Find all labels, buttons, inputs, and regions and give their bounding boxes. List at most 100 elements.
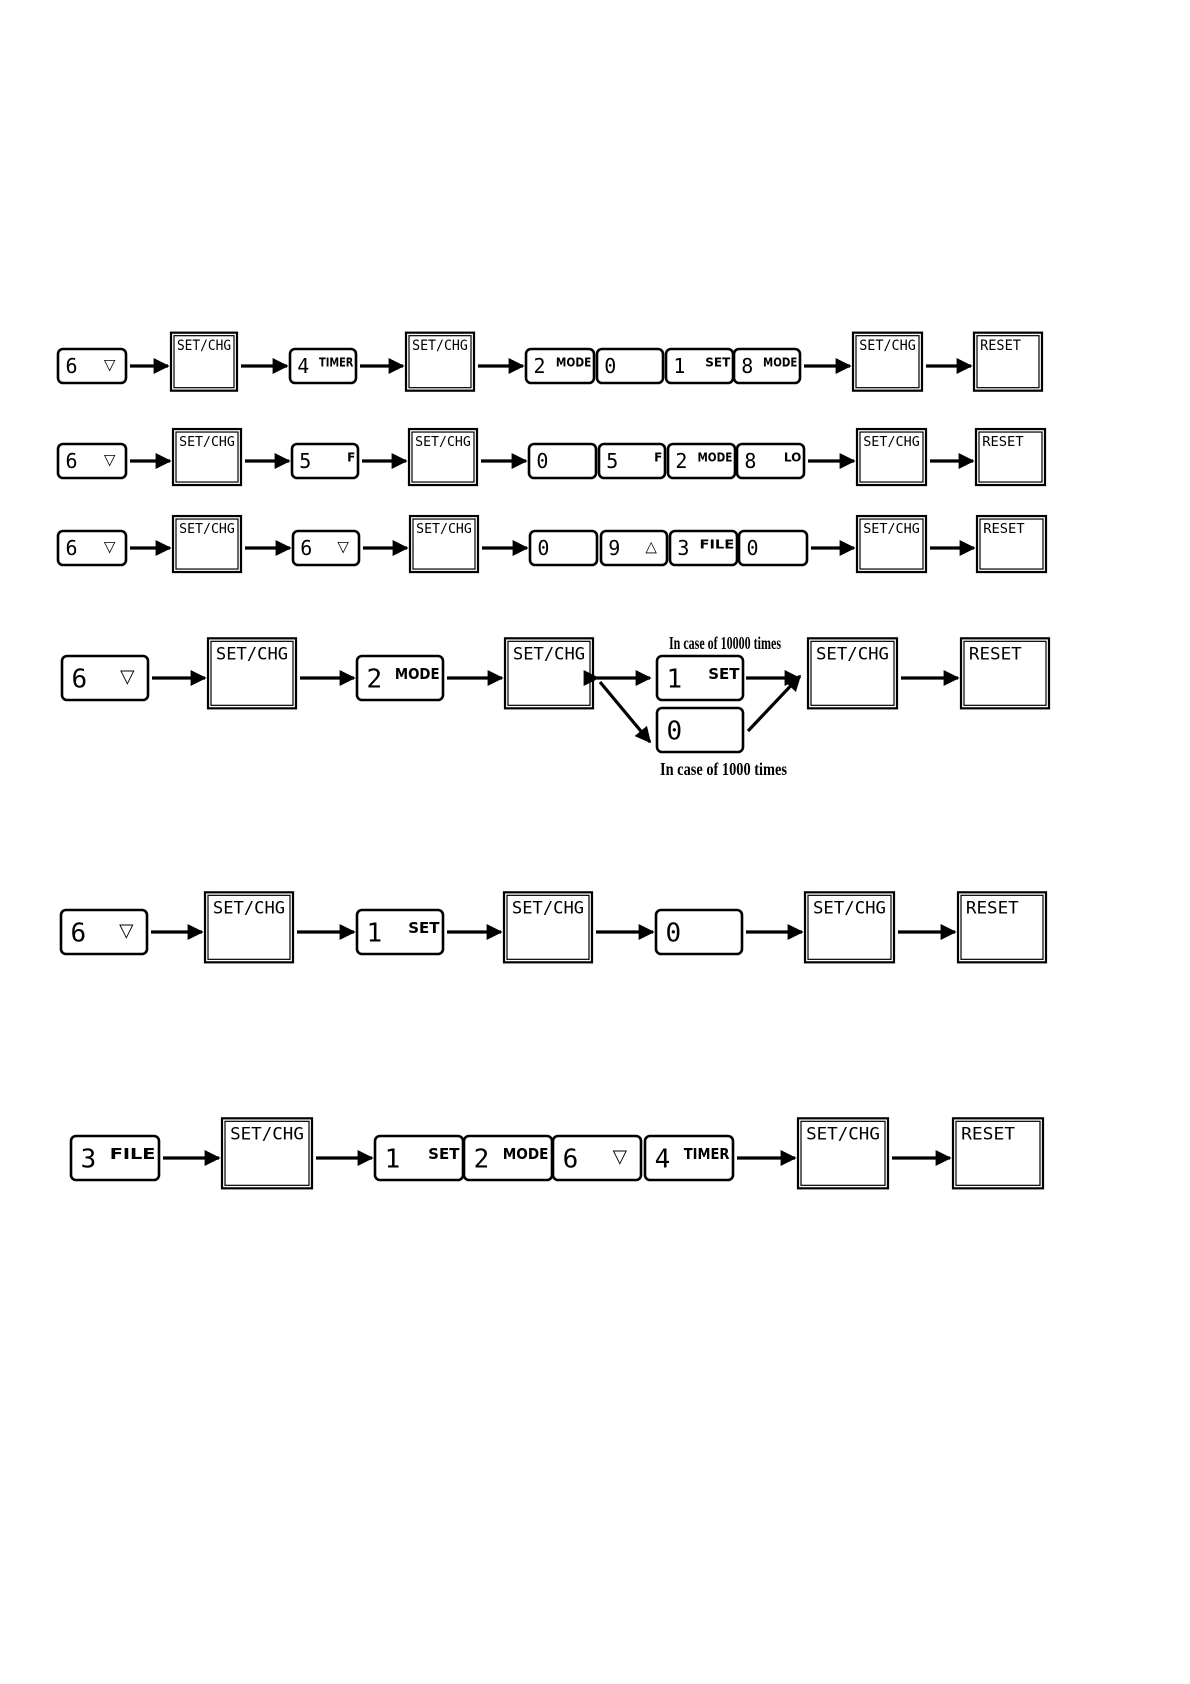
set-chg-label: SET/CHG: [230, 1123, 304, 1143]
key-digit: 0: [537, 536, 549, 560]
key-digit: 1: [385, 1144, 401, 1174]
set-chg-key[interactable]: SET/CHG: [855, 514, 928, 574]
key-9[interactable]: 9△: [599, 529, 669, 567]
key-digit: 6: [65, 354, 77, 378]
key-2-mode[interactable]: 2 MODE: [524, 347, 596, 385]
set-chg-key[interactable]: SET/CHG: [404, 331, 476, 392]
set-chg-label: SET/CHG: [806, 1123, 880, 1143]
set-chg-key[interactable]: SET/CHG: [408, 514, 480, 574]
set-chg-key[interactable]: SET/CHG: [171, 427, 243, 487]
key-6[interactable]: 6▽: [291, 529, 361, 567]
key-digit: 6: [70, 918, 86, 948]
key-digit: 1: [366, 918, 382, 948]
set-chg-key[interactable]: SET/CHG: [203, 891, 295, 964]
set-chg-label: SET/CHG: [179, 435, 235, 450]
key-6[interactable]: 6▽: [551, 1134, 643, 1182]
key-4-timer[interactable]: 4 TIMER: [288, 347, 358, 385]
key-label: MODE: [395, 665, 440, 683]
key-digit: 8: [744, 449, 756, 473]
key-digit: 4: [297, 354, 309, 378]
set-chg-key[interactable]: SET/CHG: [855, 427, 928, 487]
reset-key[interactable]: RESET: [972, 331, 1044, 392]
set-chg-label: SET/CHG: [177, 338, 231, 354]
set-chg-key[interactable]: SET/CHG: [220, 1117, 314, 1190]
set-chg-key[interactable]: SET/CHG: [503, 637, 595, 710]
key-1-set[interactable]: 1 SET: [655, 654, 745, 702]
reset-key[interactable]: RESET: [975, 514, 1048, 574]
key-digit: 0: [604, 354, 616, 378]
key-label: F: [654, 451, 662, 465]
set-chg-key[interactable]: SET/CHG: [806, 637, 899, 710]
set-chg-key[interactable]: SET/CHG: [206, 637, 298, 710]
key-label: MODE: [556, 356, 591, 370]
set-chg-label: SET/CHG: [415, 435, 471, 450]
reset-key[interactable]: RESET: [956, 891, 1048, 964]
key-6[interactable]: 6▽: [56, 347, 128, 385]
key-0[interactable]: 0: [654, 908, 744, 956]
set-chg-key[interactable]: SET/CHG: [796, 1117, 890, 1190]
reset-key[interactable]: RESET: [974, 427, 1047, 487]
key-label: SET: [708, 665, 740, 683]
key-digit: 8: [741, 354, 753, 378]
key-0[interactable]: 0: [528, 529, 599, 567]
key-6[interactable]: 6▽: [60, 654, 150, 702]
key-digit: 0: [536, 449, 548, 473]
key-digit: 5: [299, 449, 311, 473]
key-digit: 9: [608, 536, 620, 560]
set-chg-key[interactable]: SET/CHG: [171, 514, 243, 574]
key-0[interactable]: 0: [527, 442, 598, 480]
reset-label: RESET: [980, 338, 1021, 354]
key-label: TIMER: [319, 356, 353, 370]
key-digit: 5: [606, 449, 618, 473]
set-chg-key[interactable]: SET/CHG: [803, 891, 896, 964]
key-0[interactable]: 0: [737, 529, 809, 567]
set-chg-label: SET/CHG: [512, 897, 584, 917]
down-triangle-icon: ▽: [104, 538, 116, 556]
key-label: TIMER: [684, 1145, 730, 1163]
down-triangle-icon: ▽: [120, 667, 135, 688]
key-6[interactable]: 6▽: [59, 908, 149, 956]
reset-key[interactable]: RESET: [951, 1117, 1045, 1190]
key-1-set[interactable]: 1 SET: [373, 1134, 465, 1182]
key-0[interactable]: 0: [655, 706, 745, 754]
set-chg-key[interactable]: SET/CHG: [851, 331, 924, 392]
set-chg-label: SET/CHG: [416, 522, 472, 537]
down-triangle-icon: ▽: [119, 921, 134, 942]
key-digit: 1: [666, 664, 682, 694]
key-label: MODE: [503, 1145, 549, 1163]
key-label: FILE: [110, 1145, 156, 1163]
key-6[interactable]: 6▽: [56, 442, 128, 480]
key-label: SET: [428, 1145, 460, 1163]
key-digit: 2: [533, 354, 545, 378]
key-2-mode[interactable]: 2 MODE: [355, 654, 445, 702]
key-digit: 0: [666, 716, 682, 746]
set-chg-key[interactable]: SET/CHG: [169, 331, 239, 392]
set-chg-label: SET/CHG: [863, 522, 920, 537]
reset-label: RESET: [969, 643, 1022, 663]
set-chg-label: SET/CHG: [213, 897, 285, 917]
key-0[interactable]: 0: [595, 347, 665, 385]
reset-key[interactable]: RESET: [959, 637, 1051, 710]
key-digit: 2: [366, 664, 382, 694]
set-chg-key[interactable]: SET/CHG: [502, 891, 594, 964]
key-label: SET: [705, 356, 731, 370]
key-6[interactable]: 6▽: [56, 529, 128, 567]
set-chg-key[interactable]: SET/CHG: [407, 427, 479, 487]
